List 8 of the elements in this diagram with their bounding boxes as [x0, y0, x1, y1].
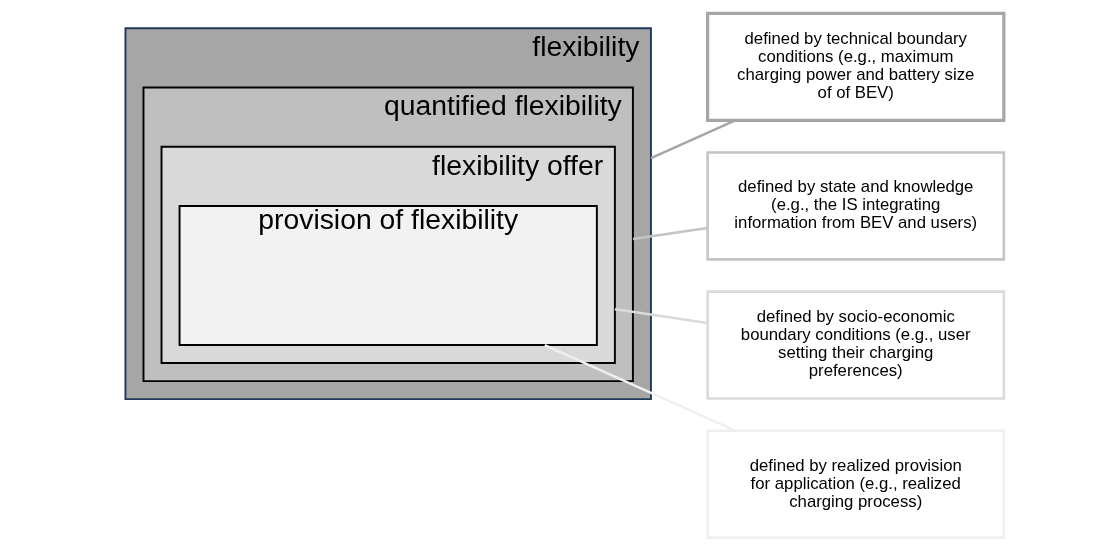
connector — [650, 119, 736, 160]
node-box: provision of flexibility — [178, 205, 598, 346]
node-box: defined by socio-economic boundary conditions (e.g., user setting their charging preferences) — [706, 290, 1006, 400]
connector — [632, 226, 708, 241]
node-box: defined by technical boundary conditions (e.g., maximum charging power and battery size of of BEV) — [706, 11, 1006, 122]
connector — [614, 307, 708, 325]
node-box: defined by state and knowledge (e.g., the IS integrating information from BEV and users) — [706, 151, 1006, 261]
connector — [544, 344, 736, 432]
